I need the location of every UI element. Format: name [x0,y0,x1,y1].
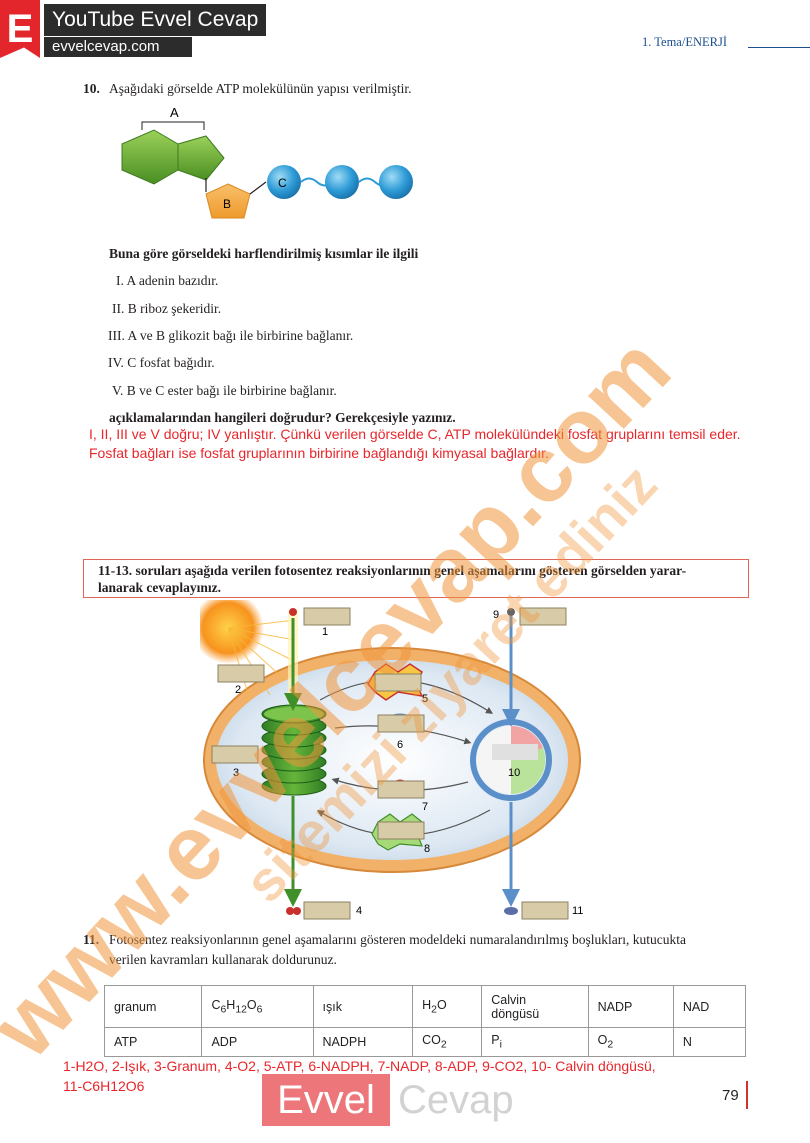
oxygen-molecule-a [286,907,294,915]
atp-structure-figure: A B C [121,105,413,219]
concept-nadph: NADPH [312,1027,414,1057]
q10-intro: Buna göre görseldeki harflendirilmiş kıs… [109,246,419,261]
num-4: 4 [356,905,362,917]
page-number-rule [746,1081,748,1109]
blank-box-5 [374,673,422,692]
concept-light: ışık [312,985,414,1028]
num-7: 7 [422,801,428,813]
chapter-title: 1. Tema/ENERJİ [642,35,727,49]
q10-question: açıklamalarından hangileri doğrudur? Ger… [109,410,456,425]
label-b: B [223,197,231,211]
footer-watermark-evvel: Evvel [262,1074,390,1126]
page-number: 79 [722,1087,739,1104]
blank-box-9 [519,607,567,626]
blank-box-1 [303,607,351,626]
q10-item-4: IV. C fosfat bağıdır. [108,355,215,370]
q11-line-2: verilen kavramları kullanarak doldurunuz… [109,952,337,967]
photosynthesis-diagram: 1 2 3 4 5 6 7 8 9 10 11 [200,600,583,920]
phosphate-2 [325,165,359,199]
q10-answer-line-2: Fosfat bağları ise fosfat gruplarının bi… [89,445,549,461]
phosphate-3 [379,165,413,199]
sun-rays [227,619,296,701]
water-molecule [289,608,297,616]
concept-row-2: ATP ADP NADPH CO2 Pi O2 N [103,1027,747,1057]
q10-item-1: I. A adenin bazıdır. [116,273,219,288]
instruction-line-1: 11-13. soruları aşağıda verilen fotosent… [98,563,687,578]
q10-stem: Aşağıdaki görselde ATP molekülünün yapıs… [109,81,412,96]
adenine-hexagon [121,129,179,185]
num-1: 1 [322,626,328,638]
q10-item-5: V. B ve C ester bağı ile birbirine bağla… [112,383,337,398]
glucose-molecule [504,907,518,915]
concept-pi: Pi [481,1027,589,1057]
q11-answer-line-2: 11-C6H12O6 [63,1078,145,1094]
calvin-cycle-ring [470,719,552,801]
concept-co2: CO2 [412,1027,483,1057]
blank-box-4 [303,901,351,920]
q10-item-3: III. A ve B glikozit bağı ile birbirine … [108,328,354,343]
blank-box-2 [217,664,265,683]
label-a: A [170,105,179,120]
num-6: 6 [397,739,403,751]
concept-granum: granum [103,985,203,1028]
concept-adp: ADP [201,1027,314,1057]
instruction-box: 11-13. soruları aşağıda verilen fotosent… [83,559,749,598]
blank-box-6 [377,714,425,733]
adenine-pentagon [177,135,225,181]
q10-number: 10. [83,81,100,96]
num-8: 8 [424,843,430,855]
concept-glucose: C6H12O6 [201,985,314,1028]
num-10: 10 [508,767,520,779]
bond-ribose-phosphate [249,181,267,195]
concept-nadp: NADP [587,985,674,1028]
concept-o2: O2 [587,1027,674,1057]
num-11: 11 [572,905,583,917]
ribose-pentagon [205,183,251,219]
instruction-line-2: lanarak cevaplayınız. [98,580,222,595]
granum-stack [261,704,327,796]
footer-watermark-cevap: Cevap [398,1078,514,1122]
concept-n: N [672,1027,747,1057]
num-3: 3 [233,767,239,779]
q11-number: 11. [83,932,100,947]
co2-molecule [507,608,515,616]
calvin-label-box [492,744,538,760]
label-c: C [278,176,287,190]
num-2: 2 [235,684,241,696]
youtube-channel-banner: YouTube Evvel Cevap [44,4,266,36]
num-9: 9 [493,609,499,621]
blank-box-11 [521,901,569,920]
concept-water: H2O [412,985,483,1028]
q10-answer-line-1: I, II, III ve V doğru; IV yanlıştır. Çün… [89,426,741,442]
chapter-rule [748,47,810,48]
num-5: 5 [422,693,428,705]
phosphate-1 [267,165,301,199]
q11-line-1: Fotosentez reaksiyonlarının genel aşamal… [109,932,686,947]
concept-nad: NAD [672,985,747,1028]
bracket-a [141,121,205,130]
site-banner: evvelcevap.com [44,37,192,57]
blank-box-7 [377,780,425,799]
blank-box-3 [211,745,259,764]
q11-answer-line-1: 1-H2O, 2-Işık, 3-Granum, 4-O2, 5-ATP, 6-… [63,1058,656,1074]
brand-logo: E [0,0,40,58]
oxygen-molecule-b [293,907,301,915]
q10-item-2: II. B riboz şekeridir. [112,301,222,316]
concept-atp: ATP [103,1027,203,1057]
blank-box-8 [377,821,425,840]
